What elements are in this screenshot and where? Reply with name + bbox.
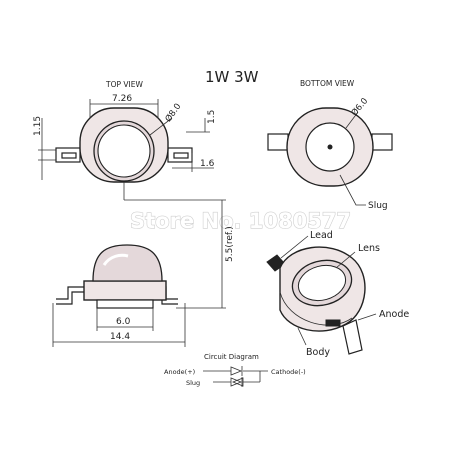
label-lead: Lead — [310, 230, 333, 241]
label-lens: Lens — [358, 243, 380, 254]
circuit-slug-label: Slug — [186, 379, 200, 387]
circuit-anode-label: Anode(+) — [164, 368, 195, 376]
dim-lead-width: 1.6 — [200, 159, 215, 169]
diode-icon — [230, 366, 243, 376]
side-body — [83, 280, 167, 301]
bottom-view-drawing: Ø6.0 Slug — [267, 96, 393, 211]
side-slug — [96, 299, 154, 309]
store-watermark: Store No. 1080577 — [130, 209, 351, 233]
top-view-label: TOP VIEW — [105, 80, 143, 89]
top-lens-inner — [97, 124, 151, 178]
circuit-cathode-label: Cathode(-) — [271, 368, 306, 376]
label-slug: Slug — [368, 201, 388, 211]
dim-total-width: 14.4 — [110, 332, 130, 342]
side-dome — [92, 244, 163, 282]
iso-anode-lead — [342, 319, 363, 355]
bottom-slug-center — [327, 144, 333, 150]
side-view-drawing: 6.0 14.4 5.5(ref.) — [52, 199, 235, 347]
dim-lens-dia: Ø8.0 — [163, 101, 184, 124]
bottom-left-lead — [267, 133, 289, 151]
diode-slug-icon — [230, 377, 243, 387]
diagram-title: 1W 3W — [205, 68, 259, 86]
iso-view-drawing: Lead Lens Anode Body — [266, 230, 409, 358]
iso-tab — [325, 319, 341, 327]
circuit-diagram: Circuit Diagram Anode(+) Cathode(-) Slug — [164, 353, 306, 387]
dim-lead-gap: 1.5 — [207, 110, 217, 124]
bottom-right-lead — [371, 133, 393, 151]
top-left-lead-inner — [61, 152, 77, 159]
bottom-view-label: BOTTOM VIEW — [300, 79, 355, 88]
top-view-drawing: 7.26 Ø8.0 1.5 1.6 1.15 — [33, 94, 217, 200]
dim-height-ref: 5.5(ref.) — [225, 226, 235, 262]
iso-lens-inner — [297, 264, 347, 302]
label-anode: Anode — [379, 309, 409, 320]
dim-slug-width: 6.0 — [116, 317, 131, 327]
circuit-title: Circuit Diagram — [204, 353, 259, 361]
dim-left-lead: 1.15 — [33, 116, 43, 136]
label-body: Body — [306, 347, 330, 358]
top-right-lead-inner — [173, 152, 189, 159]
dim-width-top: 7.26 — [112, 94, 132, 104]
dim-slug-dia: Ø6.0 — [349, 96, 370, 119]
